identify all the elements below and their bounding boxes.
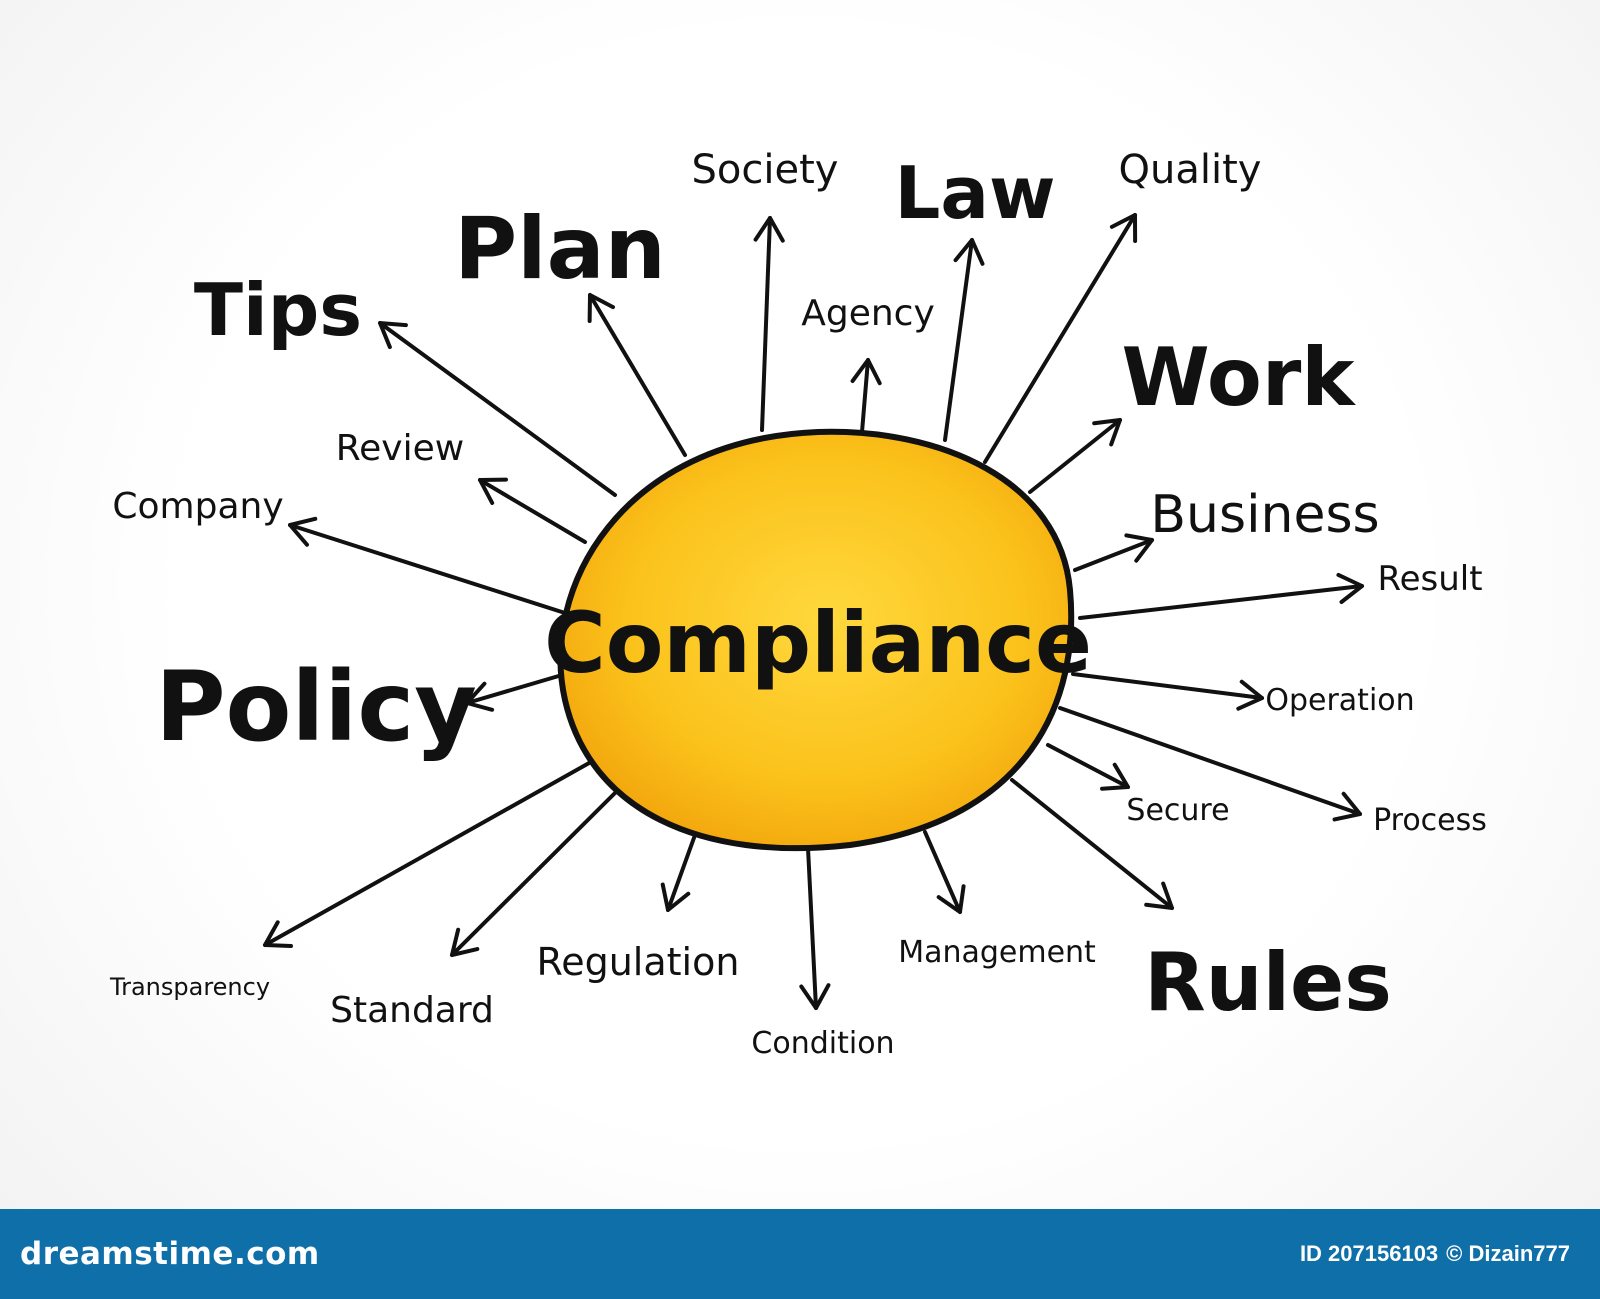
arrowhead-review <box>478 477 508 505</box>
arrow-quality <box>983 213 1137 464</box>
label-business: Business <box>1150 485 1379 545</box>
label-operation: Operation <box>1265 683 1414 718</box>
label-law: Law <box>895 151 1056 235</box>
arrowhead-agency <box>850 358 882 386</box>
arrow-work <box>1028 418 1122 494</box>
arrow-regulation <box>666 833 697 912</box>
label-standard: Standard <box>330 990 494 1031</box>
center-circle <box>557 428 1075 852</box>
label-rules: Rules <box>1144 936 1392 1029</box>
arrow-standard <box>450 788 620 957</box>
image-id: ID 207156103 <box>1299 1241 1439 1266</box>
arrowhead-secure <box>1100 762 1130 791</box>
arrowhead-quality <box>1109 213 1138 243</box>
arrow-transparency <box>263 756 600 947</box>
arrowhead-tips <box>378 321 408 350</box>
arrowhead-process <box>1332 791 1362 822</box>
arrowhead-business <box>1124 533 1154 563</box>
label-transparency: Transparency <box>109 973 270 1001</box>
label-result: Result <box>1377 559 1482 599</box>
arrowhead-company <box>288 516 318 547</box>
brand-logo: dreamstime.com <box>20 1236 320 1272</box>
arrow-secure <box>1046 743 1130 789</box>
label-review: Review <box>336 428 464 469</box>
label-tips: Tips <box>194 268 362 352</box>
label-quality: Quality <box>1119 147 1262 193</box>
arrow-operation <box>1071 672 1264 700</box>
arrowhead-operation <box>1236 679 1264 711</box>
arrow-condition <box>806 846 818 1010</box>
arrow-layer <box>263 213 1364 1010</box>
center-label: Compliance <box>544 594 1092 692</box>
arrowhead-standard <box>450 927 480 957</box>
label-society: Society <box>692 147 839 193</box>
arrowhead-regulation <box>660 882 691 912</box>
arrowhead-law <box>953 238 985 266</box>
label-regulation: Regulation <box>537 940 740 984</box>
arrowhead-work <box>1092 418 1122 447</box>
arrow-plan <box>588 293 687 457</box>
arrow-business <box>1073 538 1154 572</box>
arrowhead-result <box>1336 572 1364 605</box>
arrow-result <box>1078 584 1364 620</box>
arrow-review <box>478 478 587 544</box>
arrow-company <box>288 523 567 615</box>
arrowhead-society <box>753 216 785 243</box>
label-plan: Plan <box>454 199 666 299</box>
label-secure: Secure <box>1126 793 1229 828</box>
arrow-process <box>1058 706 1362 816</box>
label-company: Company <box>112 486 283 527</box>
label-management: Management <box>898 935 1096 970</box>
arrowhead-plan <box>587 293 616 323</box>
image-credit: ID 207156103 © Dizain777 <box>1300 1241 1570 1267</box>
arrowhead-condition <box>799 983 831 1010</box>
image-author: © Dizain777 <box>1446 1241 1570 1266</box>
arrow-rules <box>1010 778 1174 910</box>
arrowhead-rules <box>1144 881 1174 910</box>
arrow-policy <box>465 673 564 705</box>
arrow-society <box>760 216 772 432</box>
arrow-management <box>923 830 962 914</box>
label-process: Process <box>1373 803 1487 838</box>
label-policy: Policy <box>155 651 477 763</box>
arrow-agency <box>860 358 870 434</box>
arrowhead-policy <box>465 681 495 712</box>
arrow-tips <box>378 321 617 497</box>
arrowhead-transparency <box>263 920 293 948</box>
label-agency: Agency <box>801 293 935 334</box>
footer-bar: dreamstime.com ID 207156103 © Dizain777 <box>0 1209 1600 1299</box>
arrowhead-management <box>936 884 966 914</box>
label-condition: Condition <box>751 1026 894 1061</box>
arrow-law <box>943 238 974 442</box>
label-work: Work <box>1121 331 1356 424</box>
